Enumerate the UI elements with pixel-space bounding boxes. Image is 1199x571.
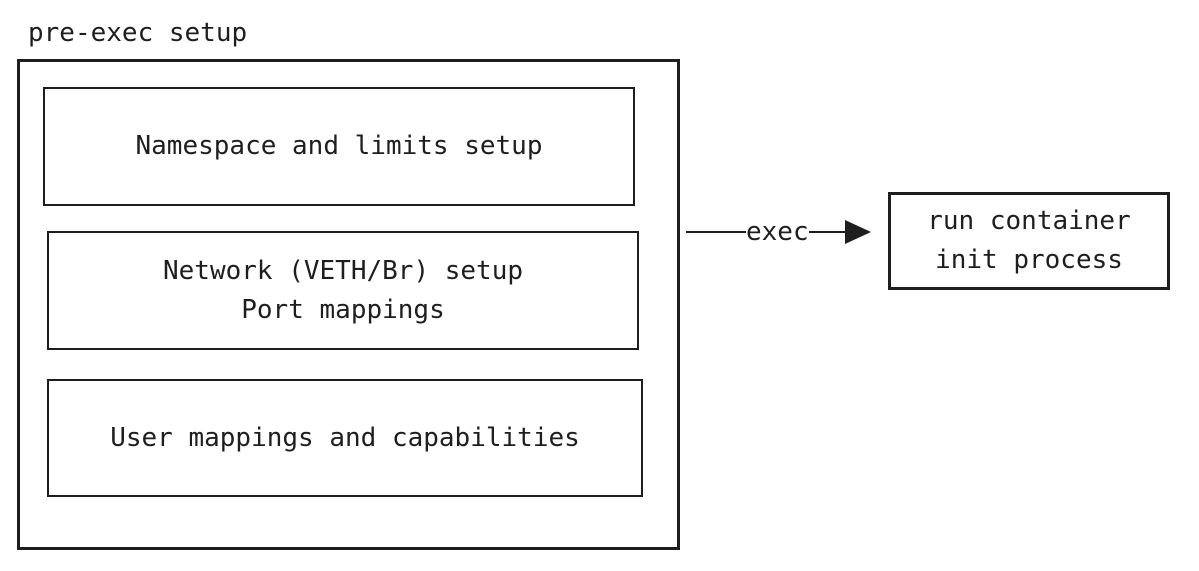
group-title: pre-exec setup [28,18,248,48]
target-label-line1: run container [927,206,1131,236]
step-box-network-setup: Network (VETH/Br) setup Port mappings [47,231,639,350]
arrowhead-right-icon [844,220,871,244]
target-box-run-init: run container init process [888,192,1170,290]
step-label-user-mappings: User mappings and capabilities [110,422,580,453]
step-label-network-setup-line1: Network (VETH/Br) setup [162,255,524,286]
exec-arrow-label: exec [746,217,809,247]
exec-arrow-line-end [808,230,845,234]
step-label-namespace-limits: Namespace and limits setup [135,131,543,161]
target-label-line2: init process [935,245,1123,275]
step-box-user-mappings: User mappings and capabilities [47,379,643,497]
exec-arrow-line-start [686,230,746,234]
step-box-namespace-limits: Namespace and limits setup [43,87,635,206]
exec-arrow: exec [686,219,871,245]
step-label-network-setup-line2: Port mappings [241,294,445,325]
